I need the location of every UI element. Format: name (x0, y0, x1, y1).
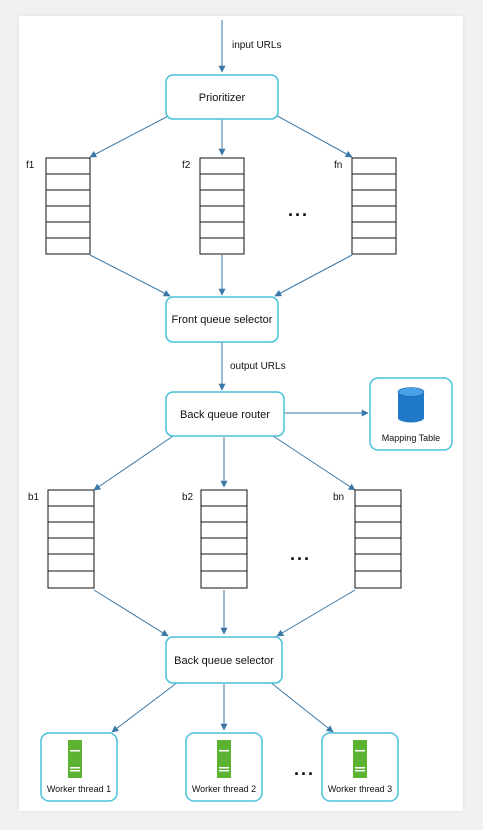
arrow-bn-backselector (276, 589, 356, 637)
front-queue-ellipsis: ... (288, 200, 309, 220)
worker-thread-1[interactable]: Worker thread 1 (40, 732, 118, 802)
prioritizer-label: Prioritizer (199, 92, 246, 104)
queue-label-bn: bn (333, 492, 344, 503)
mapping-table-label: Mapping Table (382, 433, 440, 443)
arrows (89, 20, 369, 733)
server-icon (68, 740, 82, 778)
worker-label-2: Worker thread 2 (192, 784, 256, 794)
back-queue-selector-node[interactable]: Back queue selector (165, 636, 283, 684)
arrow-router-b1 (93, 433, 177, 491)
arrow-b1-backselector (93, 589, 169, 637)
back-queue-selector-label: Back queue selector (174, 655, 274, 667)
worker-label-1: Worker thread 1 (47, 784, 111, 794)
arrow-fn-frontselector (274, 254, 353, 297)
worker-ellipsis: ... (294, 759, 315, 779)
queue-label-b2: b2 (182, 492, 194, 503)
front-queue-selector-node[interactable]: Front queue selector (165, 296, 279, 343)
worker-thread-3[interactable]: Worker thread 3 (321, 732, 399, 802)
server-icon (353, 740, 367, 778)
arrow-backselector-w3 (269, 681, 334, 733)
queue-label-fn: fn (334, 160, 342, 171)
output-urls-label: output URLs (230, 361, 286, 372)
front-queue-f1: f1 (26, 157, 91, 255)
queue-label-f2: f2 (182, 160, 191, 171)
back-queue-b1: b1 (28, 489, 95, 589)
database-icon (397, 387, 425, 423)
front-queue-selector-label: Front queue selector (172, 314, 273, 326)
back-queue-router-node[interactable]: Back queue router (165, 391, 285, 437)
back-queue-b2: b2 (182, 489, 248, 589)
worker-label-3: Worker thread 3 (328, 784, 392, 794)
diagram-canvas: input URLs output URLs Prioritizer f1 f2… (19, 16, 463, 811)
arrow-prioritizer-fn (271, 112, 353, 158)
back-queue-ellipsis: ... (290, 544, 311, 564)
worker-thread-2[interactable]: Worker thread 2 (185, 732, 263, 802)
input-urls-label: input URLs (232, 40, 281, 51)
mapping-table-node[interactable]: Mapping Table (369, 377, 453, 451)
front-queue-fn: fn (334, 157, 397, 255)
queue-label-b1: b1 (28, 492, 40, 503)
front-queue-f2: f2 (182, 157, 245, 255)
queue-label-f1: f1 (26, 160, 35, 171)
server-icon (217, 740, 231, 778)
back-queue-bn: bn (333, 489, 402, 589)
back-queue-router-label: Back queue router (180, 409, 270, 421)
prioritizer-node[interactable]: Prioritizer (165, 74, 279, 120)
arrow-router-bn (269, 433, 356, 491)
arrow-prioritizer-f1 (89, 112, 175, 158)
arrow-backselector-w1 (111, 681, 179, 733)
arrow-f1-frontselector (89, 254, 171, 297)
